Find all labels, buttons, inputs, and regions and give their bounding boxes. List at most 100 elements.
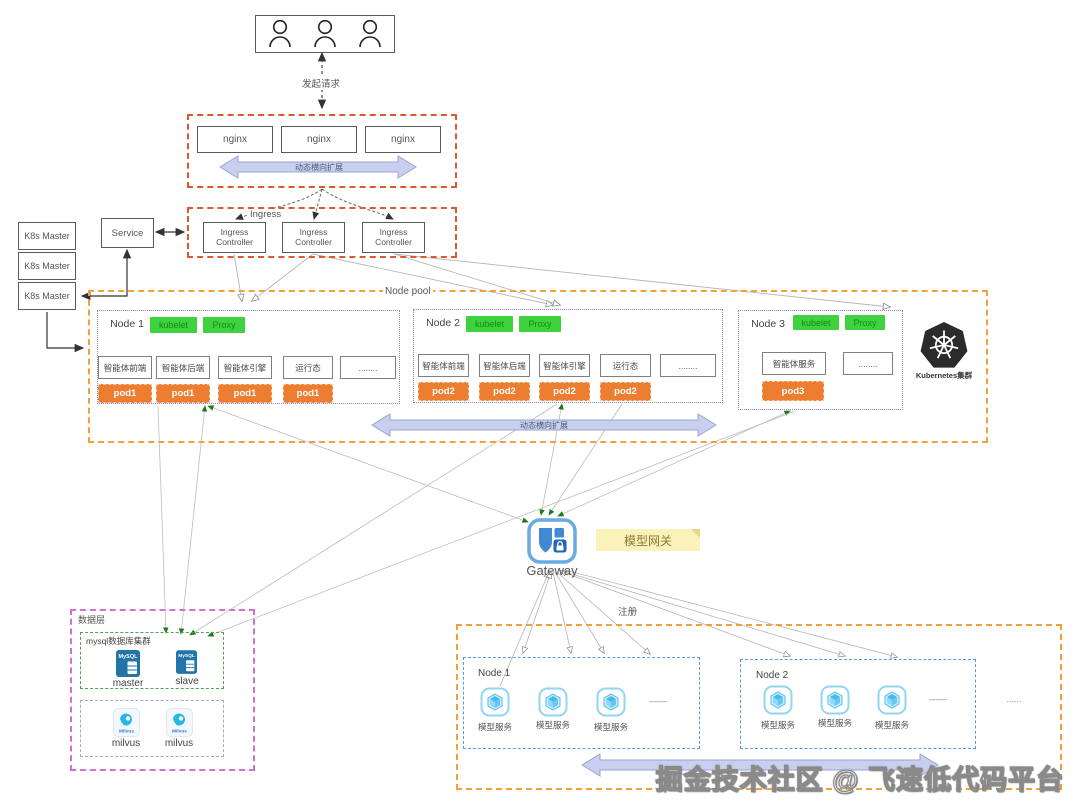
node-pool-title: Node pool [383,286,433,297]
watermark-text: 掘金技术社区 @ 飞速低代码平台 [655,764,1064,795]
users-box [255,15,395,53]
service-cell: 智能体后端 [156,356,210,379]
service-cell-label: 智能体前端 [422,360,465,371]
service-cell-label: 运行态 [295,362,321,373]
service-cell-label: ........ [858,358,878,369]
nginx-scale-label: 动态横向扩展 [295,163,343,172]
pool-node-1-name: Node 1 [110,318,144,330]
proxy-badge: Proxy [519,316,561,332]
pod-box: pod2 [479,382,530,401]
pod-label: pod2 [553,386,576,397]
milvus-icon-text: Milvus [172,729,187,735]
pod-label: pod2 [493,386,516,397]
milvus-label: milvus [164,738,194,749]
k8s-master-box: K8s Master [18,252,76,280]
kubernetes-cluster-label: Kubernetes集群 [915,371,973,380]
service-cell-label: 智能体服务 [772,358,816,369]
service-cell-label: ........ [358,362,378,373]
mysql-master-label: master [112,678,144,689]
mysql-icon-text: MySQL [119,654,139,660]
k8s-master-label: K8s Master [24,291,70,301]
service-cell: 运行态 [283,356,333,379]
scale-arrow-nodepool [371,413,717,437]
scale-arrow-nginx [219,155,417,179]
model-service-icon [538,687,568,717]
nginx-node: nginx [197,126,273,153]
milvus-cluster-box [80,700,224,757]
pod-box: pod1 [98,384,152,403]
kubernetes-logo-icon [914,320,974,376]
service-cell-label: 智能体引擎 [223,362,267,373]
service-cell-more: ........ [660,354,716,377]
service-cell-label: 智能体后端 [161,362,205,373]
model-service-label: 模型服务 [817,718,852,728]
pod-box: pod1 [283,384,333,403]
model-service-icon [820,685,850,715]
pod-box: pod3 [762,381,824,401]
mysql-master-icon: MySQL [116,650,140,677]
mysql-cluster-title: mysql数据库集群 [86,636,151,646]
service-cell: 智能体前端 [98,356,152,379]
nginx-cluster-box [187,114,457,188]
pod-box: pod1 [218,384,272,403]
proxy-label: Proxy [528,319,552,329]
kubelet-label: kubelet [801,317,831,328]
ingress-controller-label: Ingress Controller [375,226,412,247]
model-service-label: 模型服务 [874,720,909,730]
kubelet-badge: kubelet [793,315,839,330]
nodepool-scale-label: 动态横向扩展 [520,421,568,430]
service-cell-label: 智能体后端 [483,360,526,371]
nginx-node: nginx [281,126,357,153]
pod-box: pod2 [600,382,651,401]
ingress-controller: Ingress Controller [282,222,345,253]
pod-label: pod1 [296,388,320,399]
pod-label: pod2 [432,386,455,397]
nginx-label: nginx [223,134,247,145]
nginx-label: nginx [307,134,331,145]
gateway-label: Gateway [526,563,578,578]
service-cell-label: 智能体引擎 [543,360,586,371]
nginx-label: nginx [391,134,415,145]
service-cell-label: ........ [678,360,698,371]
registry-node-2-name: Node 2 [756,670,789,681]
milvus-icon: Milvus [166,708,193,737]
pod-label: pod1 [233,388,257,399]
mysql-slave-label: slave [175,676,199,687]
milvus-icon: Milvus [113,708,140,737]
k8s-master-box: K8s Master [18,222,76,250]
service-cell: 智能体后端 [479,354,530,377]
data-layer-box [70,609,255,771]
service-cell: 智能体服务 [762,352,826,375]
k8s-master-box: K8s Master [18,282,76,310]
ingress-controller-label: Ingress Controller [216,226,253,247]
model-service-icon [480,687,510,717]
mysql-slave-icon: MySQL [176,650,197,674]
model-service-icon [763,685,793,715]
more-indicator: —— [649,696,667,706]
model-service-label: 模型服务 [593,722,628,732]
ingress-controller: Ingress Controller [362,222,425,253]
registry-node-2-box [740,659,976,749]
kubelet-badge: kubelet [466,316,513,332]
more-indicator: —— [929,694,947,704]
pool-node-1-box [97,310,400,404]
proxy-label: Proxy [853,317,877,328]
gateway-icon [525,517,579,565]
proxy-badge: Proxy [845,315,885,330]
service-box: Service [101,218,154,248]
mysql-icon-text: MySQL [178,653,195,659]
milvus-icon-text: Milvus [119,729,134,735]
pod-label: pod1 [171,388,195,399]
service-cell-more: ........ [843,352,893,375]
service-cell-more: ........ [340,356,396,379]
k8s-master-label: K8s Master [24,231,70,241]
pod-box: pod2 [418,382,469,401]
model-service-label: 模型服务 [477,722,512,732]
pod-label: pod2 [614,386,637,397]
gateway-note-label: 模型网关 [623,533,672,548]
service-cell: 智能体引擎 [539,354,590,377]
registry-node-1-box [463,657,700,749]
pool-node-3-box [738,310,903,410]
ingress-controller-label: Ingress Controller [295,226,332,247]
